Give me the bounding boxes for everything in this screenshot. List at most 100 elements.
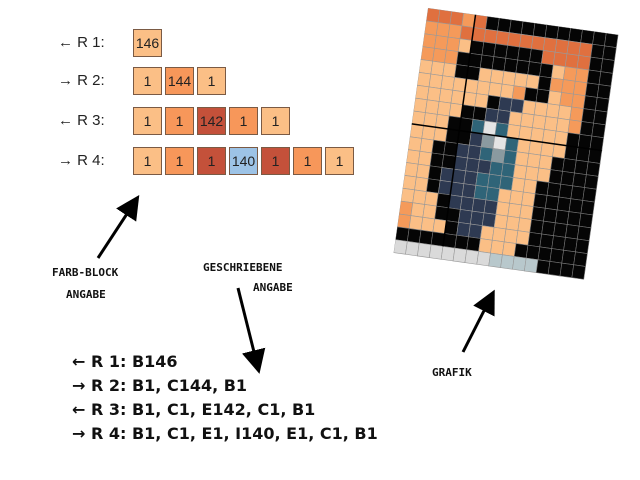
pixel-cell <box>420 216 436 233</box>
pixel-cell <box>487 173 502 190</box>
arrow-to-written <box>236 287 266 374</box>
pixel-cell <box>442 62 457 78</box>
pixel-cell <box>549 248 564 264</box>
pixel-cell <box>586 161 601 177</box>
pixel-cell <box>547 261 563 277</box>
pixel-cell <box>495 30 510 46</box>
pixel-cell <box>538 154 553 170</box>
arrow-to-blocks <box>96 194 140 259</box>
pixel-cell <box>393 239 408 255</box>
pixel-cell <box>570 185 585 201</box>
pixel-cell <box>564 145 579 161</box>
pixel-cell <box>559 92 574 108</box>
pixel-cell <box>512 256 527 272</box>
pixel-cell <box>418 59 433 75</box>
pixel-cell <box>501 162 516 178</box>
pixel-cell <box>498 96 513 112</box>
geschrieben-line1: GESCHRIEBENE <box>203 261 283 274</box>
pixel-cell <box>561 79 576 95</box>
pixel-cell <box>472 106 487 122</box>
pixel-cell <box>477 159 492 175</box>
pixel-cell <box>598 71 614 87</box>
pixel-cell <box>546 182 562 198</box>
pixel-cell <box>553 222 568 238</box>
pixel-cell <box>593 109 608 126</box>
written-instructions: ← R 1: B146 → R 2: B1, C144, B1 ← R 3: B… <box>72 350 378 446</box>
grid-section-line <box>411 123 602 152</box>
pixel-cell <box>484 107 499 124</box>
pixel-cell <box>431 139 446 155</box>
pixel-cell <box>573 80 588 97</box>
pixel-cell <box>580 200 595 216</box>
pixel-cell <box>414 84 430 101</box>
pixel-cell <box>436 101 452 117</box>
pixel-cell <box>514 151 530 167</box>
pixel-cell <box>568 27 583 43</box>
pixel-cell <box>551 235 566 251</box>
pixel-cell <box>416 72 432 88</box>
pixel-cell <box>447 23 463 40</box>
pixel-cell <box>558 183 573 200</box>
pixel-cell <box>408 215 424 231</box>
pixel-cell <box>499 175 514 191</box>
pixel-cell <box>470 118 486 135</box>
color-block: 1 <box>133 147 162 175</box>
pixel-cell <box>589 135 604 151</box>
pixel-cell <box>424 20 439 36</box>
pixel-cell <box>602 45 617 61</box>
row-label: ← R 3: <box>58 112 105 129</box>
pixel-cell <box>425 8 441 23</box>
pixel-cell <box>434 35 449 51</box>
pixel-cell <box>406 228 422 244</box>
pixel-cell <box>524 165 540 182</box>
pixel-cell <box>481 212 497 228</box>
pixel-cell <box>581 108 596 124</box>
pixel-cell <box>417 242 432 258</box>
color-block: 1 <box>133 67 162 95</box>
pixel-cell <box>485 186 500 202</box>
pixel-cell <box>489 160 504 177</box>
pixel-cell <box>474 93 489 109</box>
pixel-cell <box>549 77 564 93</box>
pixel-cell <box>566 211 582 227</box>
pixel-cell <box>483 199 499 215</box>
pixel-cell <box>423 112 438 128</box>
pixel-cell <box>578 42 593 58</box>
pixel-cell <box>517 46 532 62</box>
pixel-cell <box>510 98 525 114</box>
pixel-cell <box>513 72 529 88</box>
pixel-cell <box>554 38 570 55</box>
pixel-cell <box>502 241 517 257</box>
pixel-cell <box>542 129 557 145</box>
pixel-cell <box>454 234 469 251</box>
pixel-cell <box>539 62 554 79</box>
pixel-cell <box>479 54 495 70</box>
pixel-cell <box>544 195 560 211</box>
pixel-cell <box>518 125 533 141</box>
geschrieben-label: GESCHRIEBENE ANGABE <box>203 257 293 299</box>
pixel-cell <box>526 153 541 169</box>
pixel-cell <box>520 21 536 37</box>
pixel-cell <box>582 187 597 203</box>
color-block: 1 <box>229 107 258 135</box>
pixel-cell <box>430 60 445 77</box>
pixel-cell <box>527 61 542 77</box>
pixel-cell <box>486 94 501 111</box>
pixel-cell <box>575 238 590 254</box>
pixel-cell <box>525 74 540 90</box>
pixel-cell <box>449 11 464 27</box>
pixel-cell <box>556 26 571 42</box>
pixel-cell <box>481 41 497 57</box>
pixel-cell <box>544 24 560 40</box>
pixel-cell <box>592 31 607 47</box>
pixel-cell <box>503 57 518 74</box>
pixel-cell <box>464 249 479 265</box>
color-block: 144 <box>165 67 194 95</box>
pixel-cell <box>414 176 429 192</box>
color-block: 1 <box>165 107 194 135</box>
pixel-cell <box>530 35 546 51</box>
pixel-cell <box>425 99 440 115</box>
